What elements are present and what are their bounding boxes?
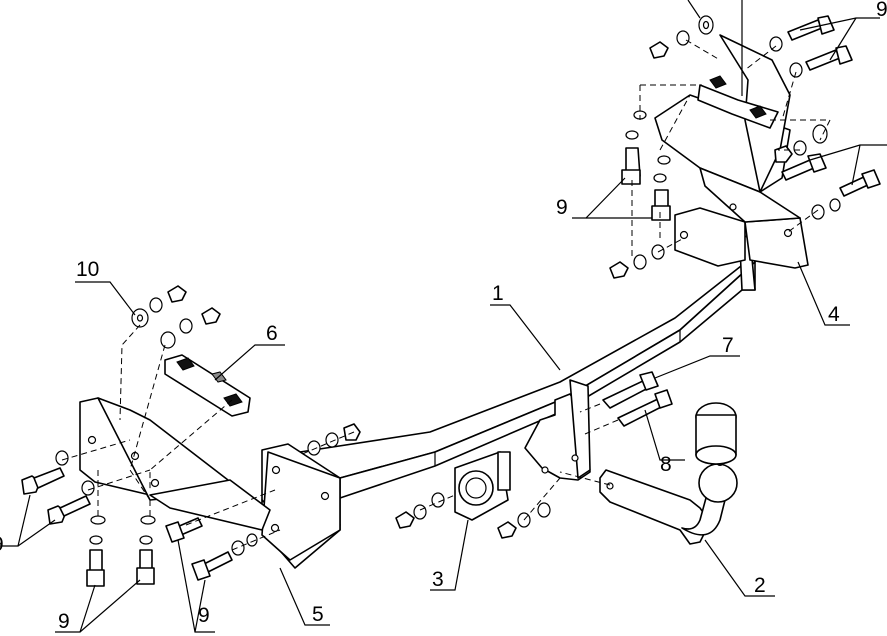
callout-9-bottom-left: 9 (58, 610, 70, 633)
callout-9-bottom-center: 9 (198, 604, 210, 627)
hardware-set (21, 15, 881, 587)
left-mounting-plate (261, 443, 341, 569)
callout-5: 5 (312, 603, 324, 626)
callout-8: 8 (660, 453, 672, 476)
callout-4: 4 (828, 303, 840, 326)
left-strap-plate (164, 354, 251, 417)
central-hitch-bracket (524, 379, 591, 481)
right-end-plate (674, 207, 809, 269)
callout-9-left-edge: 9 (0, 533, 4, 556)
callout-9-top: 9 (556, 196, 568, 219)
left-side-bracket (79, 397, 271, 531)
callout-9-top-right: 9 (876, 0, 887, 21)
long-bolts (602, 371, 673, 427)
ball-cap (695, 402, 737, 465)
tow-ball-arm (599, 458, 738, 545)
callout-1: 1 (492, 282, 504, 305)
callout-2: 2 (754, 574, 766, 597)
callout-7: 7 (722, 334, 734, 357)
socket-plate (454, 451, 511, 521)
right-side-bracket (654, 34, 801, 223)
callout-6: 6 (266, 322, 278, 345)
alignment-lines (61, 39, 831, 551)
callout-10: 10 (76, 258, 99, 281)
callout-3: 3 (432, 568, 444, 591)
cross-beam (299, 224, 756, 499)
